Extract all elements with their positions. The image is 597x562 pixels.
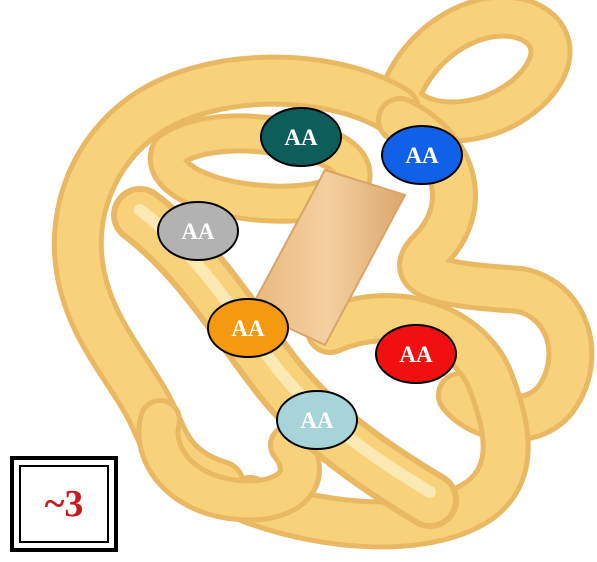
count-badge-text: ~3 <box>44 483 84 525</box>
beta-strand <box>248 168 407 347</box>
aa-red: AA <box>375 324 457 384</box>
aa-gray: AA <box>157 201 239 261</box>
aa-label: AA <box>181 219 215 244</box>
aa-dark-teal: AA <box>260 107 342 167</box>
count-badge-inner: ~3 <box>19 465 109 543</box>
count-badge: ~3 <box>10 456 118 552</box>
residue-markers: AA AA AA AA AA AA <box>157 107 463 450</box>
aa-light-cyan: AA <box>276 390 358 450</box>
aa-label: AA <box>231 316 265 341</box>
aa-label: AA <box>405 143 439 168</box>
aa-orange: AA <box>207 298 289 358</box>
aa-label: AA <box>300 408 334 433</box>
aa-blue: AA <box>381 125 463 185</box>
aa-label: AA <box>284 125 318 150</box>
aa-label: AA <box>399 342 433 367</box>
